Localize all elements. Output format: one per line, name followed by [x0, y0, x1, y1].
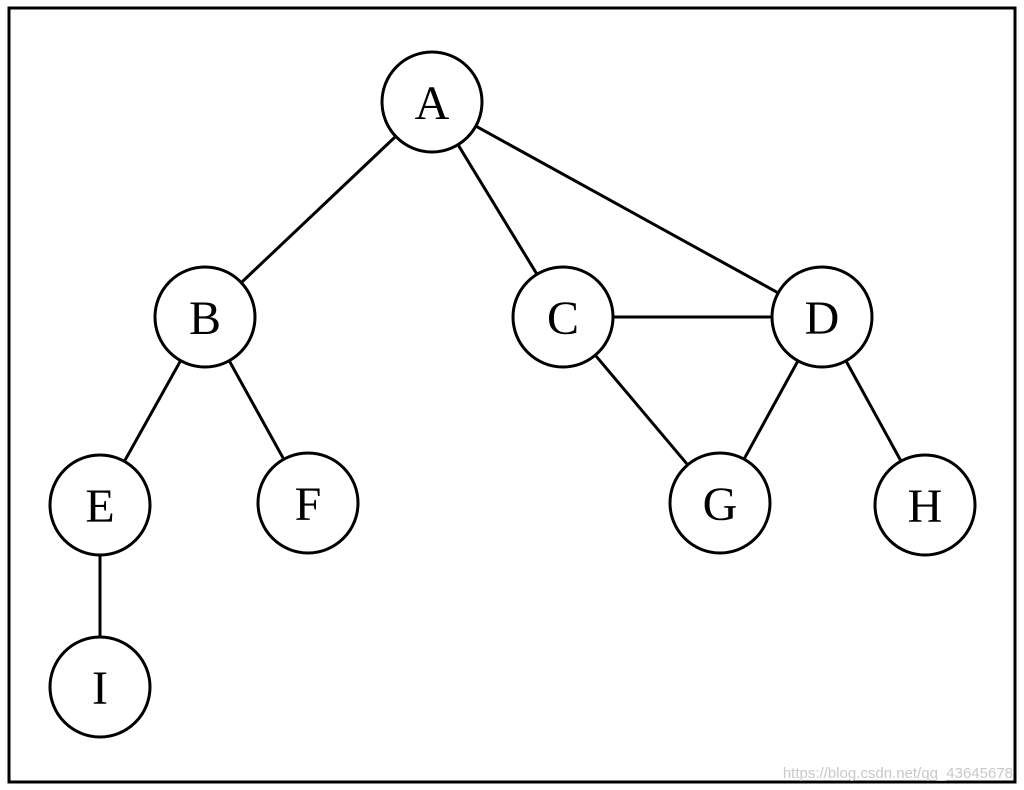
- node-d: D: [770, 265, 874, 369]
- node-circle-c: [511, 265, 615, 369]
- node-circle-e: [48, 453, 152, 557]
- node-label-b: B: [189, 292, 221, 345]
- node-g: G: [668, 451, 772, 555]
- node-circle-g: [668, 451, 772, 555]
- node-i: I: [48, 635, 152, 739]
- edge-d-g: [742, 360, 800, 460]
- edge-d-h: [844, 360, 903, 462]
- edge-a-c: [456, 143, 539, 276]
- nodes-group: A B C D E F G H I: [48, 50, 977, 739]
- node-circle-b: [153, 265, 257, 369]
- node-a: A: [380, 50, 484, 154]
- node-circle-d: [770, 265, 874, 369]
- diagram-border: [7, 6, 1017, 784]
- node-b: B: [153, 265, 257, 369]
- node-f: F: [256, 451, 360, 555]
- edges-group: [98, 124, 903, 637]
- node-label-c: C: [547, 292, 579, 345]
- edge-b-e: [123, 359, 182, 463]
- node-label-h: H: [908, 480, 943, 533]
- edge-b-f: [227, 359, 286, 461]
- node-h: H: [873, 453, 977, 557]
- watermark-text: https://blog.csdn.net/qq_43645678: [783, 765, 1013, 782]
- node-circle-a: [380, 50, 484, 154]
- edge-a-d: [475, 124, 779, 295]
- node-e: E: [48, 453, 152, 557]
- node-circle-h: [873, 453, 977, 557]
- node-label-e: E: [85, 480, 114, 533]
- node-c: C: [511, 265, 615, 369]
- node-circle-i: [48, 635, 152, 739]
- node-label-i: I: [92, 662, 108, 715]
- node-label-f: F: [295, 478, 322, 531]
- node-circle-f: [256, 451, 360, 555]
- edge-a-b: [240, 135, 397, 284]
- node-label-g: G: [703, 478, 738, 531]
- edge-c-g: [594, 354, 689, 466]
- node-label-d: D: [805, 292, 840, 345]
- node-label-a: A: [415, 77, 450, 130]
